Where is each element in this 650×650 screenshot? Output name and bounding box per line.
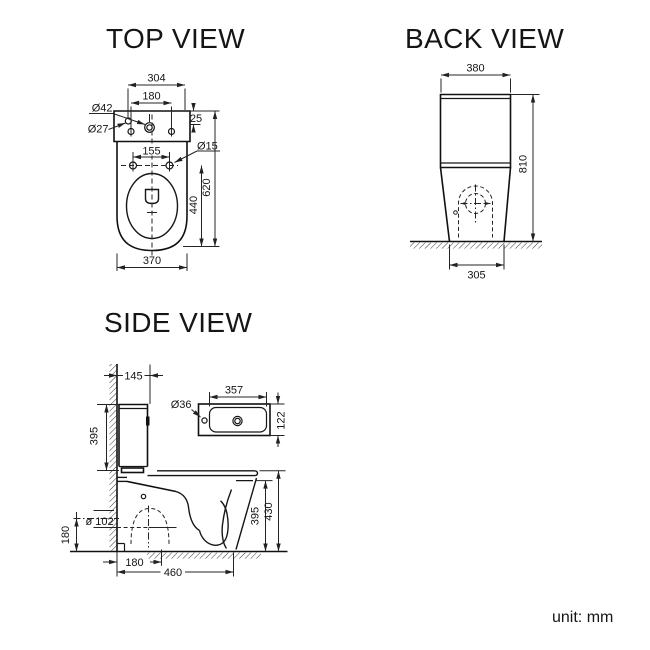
svg-text:155: 155 [142, 146, 160, 158]
dim-tank-top-width: 304 [127, 73, 186, 118]
svg-text:395: 395 [89, 427, 101, 445]
svg-text:440: 440 [188, 196, 200, 214]
lid-button-inner [234, 417, 241, 425]
svg-text:620: 620 [201, 178, 213, 196]
svg-text:305: 305 [467, 270, 485, 282]
dim-lid-cutout: 357 [225, 385, 243, 397]
dim-bowl-width: 370 [116, 253, 188, 271]
inlet-hole-inner [146, 124, 153, 131]
tank-bolt-hole-right [167, 127, 176, 136]
cistern-side-outline [118, 403, 149, 467]
dim-hole-row-offset: 25 [190, 103, 202, 133]
label-lid-hole: Ø36 [171, 399, 192, 411]
ground-hatch [410, 242, 542, 249]
dim-tank-width: 380 [440, 63, 511, 93]
top-view: TOP VIEW 304 180 [88, 23, 245, 271]
lid-corner-hole [201, 417, 208, 424]
dim-wall-to-fixing: 180 [103, 549, 162, 569]
dim-overall-depth-side: 460 [117, 552, 234, 579]
cistern-top-outline [197, 403, 271, 437]
svg-text:304: 304 [147, 73, 165, 85]
svg-text:145: 145 [124, 371, 142, 383]
bowl-inner-back [175, 490, 200, 532]
label-outlet-dia: ø 102 [86, 516, 114, 528]
dim-wall-to-tank-front: 145 [104, 364, 163, 404]
dim-seat-height: 430 [263, 470, 281, 552]
inlet-hole-outer [144, 122, 155, 133]
base-right-edge [503, 167, 512, 242]
dim-seat-bolt-spacing: 155 [133, 145, 170, 160]
base-left-edge [439, 167, 451, 242]
svg-text:395: 395 [250, 507, 262, 525]
side-view: SIDE VIEW [60, 307, 288, 579]
dim-cistern-height: 395 [89, 404, 119, 471]
side-fixing-hole [140, 493, 147, 500]
dim-overall-height: 810 [510, 94, 540, 242]
dim-bowl-height: 395 [250, 480, 268, 552]
lid-button-outer [232, 415, 243, 427]
bowl-rim-slope [126, 480, 177, 493]
wall-hatch [109, 364, 117, 552]
svg-text:Ø15: Ø15 [197, 141, 218, 153]
label-seat-bolt-dia: Ø15 [174, 141, 220, 163]
svg-text:180: 180 [60, 526, 72, 544]
dim-overall-depth: 620 [201, 111, 218, 247]
svg-text:380: 380 [466, 63, 484, 75]
dim-outlet-center-height: 180 [60, 512, 79, 552]
hidden-fixing-hole [453, 210, 458, 215]
tank-top-outline [113, 110, 191, 143]
top-view-title: TOP VIEW [106, 23, 245, 54]
label-side-hole: Ø27 [88, 122, 126, 136]
seat-hinge-bar [120, 467, 145, 474]
cistern-lid-outline [208, 406, 268, 433]
dim-bolt-to-front: 440 [188, 165, 204, 247]
unit-label: unit: mm [552, 609, 613, 626]
flush-button [146, 416, 150, 426]
svg-text:430: 430 [263, 502, 275, 520]
side-view-title: SIDE VIEW [104, 307, 252, 338]
label-inlet-hole: Ø42 [89, 103, 146, 125]
trapway-curve [198, 500, 229, 546]
tank-side-hole [124, 117, 132, 125]
outlet-callout: ø 102 [73, 510, 119, 528]
back-view: BACK VIEW 380 810 [405, 23, 564, 282]
svg-text:Ø42: Ø42 [92, 103, 113, 115]
dim-lid-depth: 122 [276, 411, 288, 429]
dim-tank-hole-spacing: 180 [131, 91, 172, 106]
cistern-top-inset: 357 Ø36 122 [171, 385, 288, 447]
cistern-outline [439, 93, 512, 169]
front-profile [235, 477, 258, 550]
svg-text:460: 460 [164, 567, 182, 579]
floor-hatch [147, 552, 261, 559]
dim-base-width: 305 [449, 244, 505, 282]
back-view-title: BACK VIEW [405, 23, 564, 54]
svg-text:25: 25 [190, 113, 202, 125]
hidden-outlet-dome [130, 507, 170, 545]
svg-text:180: 180 [125, 557, 143, 569]
svg-text:810: 810 [518, 155, 530, 173]
svg-text:180: 180 [142, 91, 160, 103]
tank-bolt-hole-left [127, 127, 135, 136]
svg-text:Ø27: Ø27 [88, 124, 109, 136]
bowl-inner-front [221, 489, 233, 549]
svg-text:370: 370 [143, 255, 161, 267]
